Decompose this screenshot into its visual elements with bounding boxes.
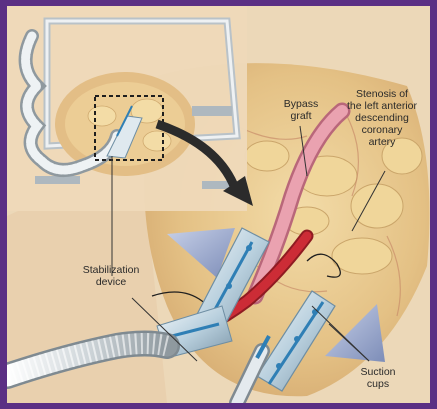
label-suction-line2: cups xyxy=(353,378,403,390)
surgical-illustration: Bypass graft Stenosis of the left anteri… xyxy=(7,6,430,403)
label-stenosis-line3: descending xyxy=(337,112,427,124)
inset-clamp-left xyxy=(35,176,80,184)
label-stenosis: Stenosis of the left anterior descending… xyxy=(337,88,427,148)
label-bypass-graft: Bypass graft xyxy=(273,98,329,122)
label-suction-cups: Suction cups xyxy=(353,366,403,390)
label-stenosis-line4: coronary xyxy=(337,124,427,136)
label-stabilization-device: Stabilization device xyxy=(69,264,153,288)
label-stenosis-line1: Stenosis of xyxy=(337,88,427,100)
label-stenosis-line2: the left anterior xyxy=(337,100,427,112)
label-stenosis-line5: artery xyxy=(337,136,427,148)
label-stabilization-line2: device xyxy=(69,276,153,288)
label-bypass-graft-line1: Bypass xyxy=(273,98,329,110)
label-suction-line1: Suction xyxy=(353,366,403,378)
label-stabilization-line1: Stabilization xyxy=(69,264,153,276)
inset-overview xyxy=(7,6,247,211)
label-bypass-graft-line2: graft xyxy=(273,110,329,122)
inset-clamp-right xyxy=(192,106,232,116)
illustration-canvas xyxy=(7,6,430,403)
